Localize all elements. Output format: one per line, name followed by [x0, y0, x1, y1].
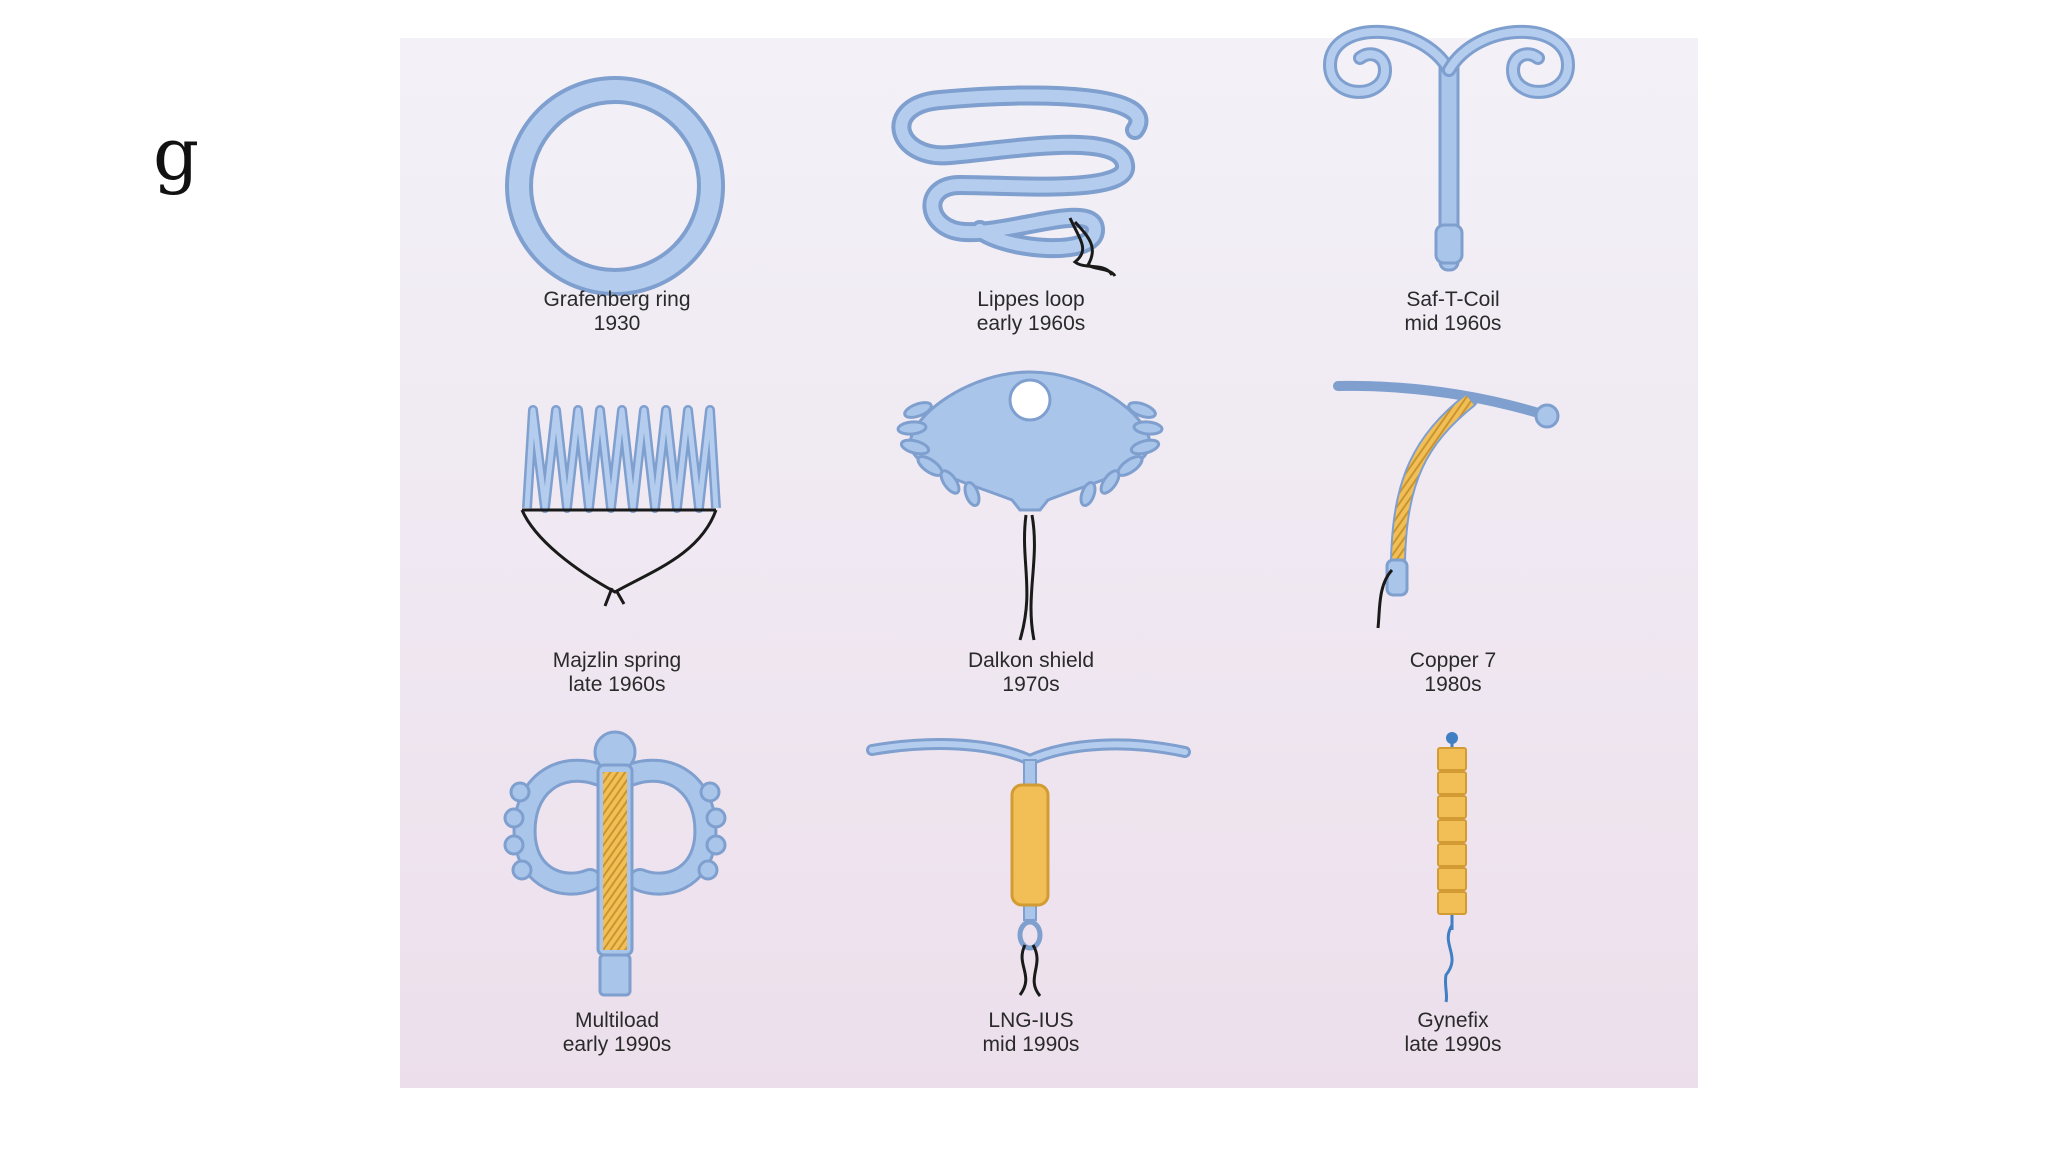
- device-period: early 1960s: [976, 312, 1086, 335]
- device-period: mid 1990s: [982, 1033, 1080, 1056]
- caption-saf-t-coil: Saf-T-Coil mid 1960s: [1303, 288, 1603, 336]
- caption-copper-7: Copper 7 1980s: [1303, 649, 1603, 697]
- dalkon-shield-illustration: [896, 370, 1164, 641]
- majzlin-spring-illustration: [520, 405, 721, 607]
- device-name: Gynefix: [1417, 1009, 1489, 1032]
- caption-majzlin-spring: Majzlin spring late 1960s: [467, 649, 767, 697]
- device-period: 1970s: [1002, 673, 1060, 696]
- caption-multiload: Multiload early 1990s: [467, 1009, 767, 1057]
- caption-lng-ius: LNG-IUS mid 1990s: [881, 1009, 1181, 1057]
- device-name: Lippes loop: [977, 288, 1085, 311]
- copper-7-illustration: [1333, 380, 1560, 629]
- multiload-illustration: [503, 730, 727, 997]
- slide-letter: g: [153, 112, 200, 196]
- caption-grafenberg-ring: Grafenberg ring 1930: [467, 288, 767, 336]
- device-name: Majzlin spring: [552, 649, 682, 672]
- device-period: late 1990s: [1404, 1033, 1502, 1056]
- device-name: Multiload: [574, 1009, 660, 1032]
- grafenberg-ring-illustration: [505, 76, 725, 296]
- caption-gynefix: Gynefix late 1990s: [1303, 1009, 1603, 1057]
- lng-ius-illustration: [866, 738, 1191, 997]
- caption-lippes-loop: Lippes loop early 1960s: [881, 288, 1181, 336]
- device-period: 1930: [593, 312, 641, 335]
- device-name: Saf-T-Coil: [1406, 288, 1500, 311]
- gynefix-illustration: [1437, 732, 1467, 1003]
- device-period: 1980s: [1424, 673, 1482, 696]
- caption-dalkon-shield: Dalkon shield 1970s: [881, 649, 1181, 697]
- device-period: mid 1960s: [1404, 312, 1502, 335]
- device-period: early 1990s: [562, 1033, 672, 1056]
- device-name: LNG-IUS: [988, 1009, 1074, 1032]
- device-period: late 1960s: [568, 673, 666, 696]
- device-name: Grafenberg ring: [543, 288, 691, 311]
- lippes-loop-illustration: [891, 85, 1149, 277]
- device-name: Copper 7: [1409, 649, 1497, 672]
- saf-t-coil-illustration: [1322, 24, 1576, 272]
- device-name: Dalkon shield: [967, 649, 1095, 672]
